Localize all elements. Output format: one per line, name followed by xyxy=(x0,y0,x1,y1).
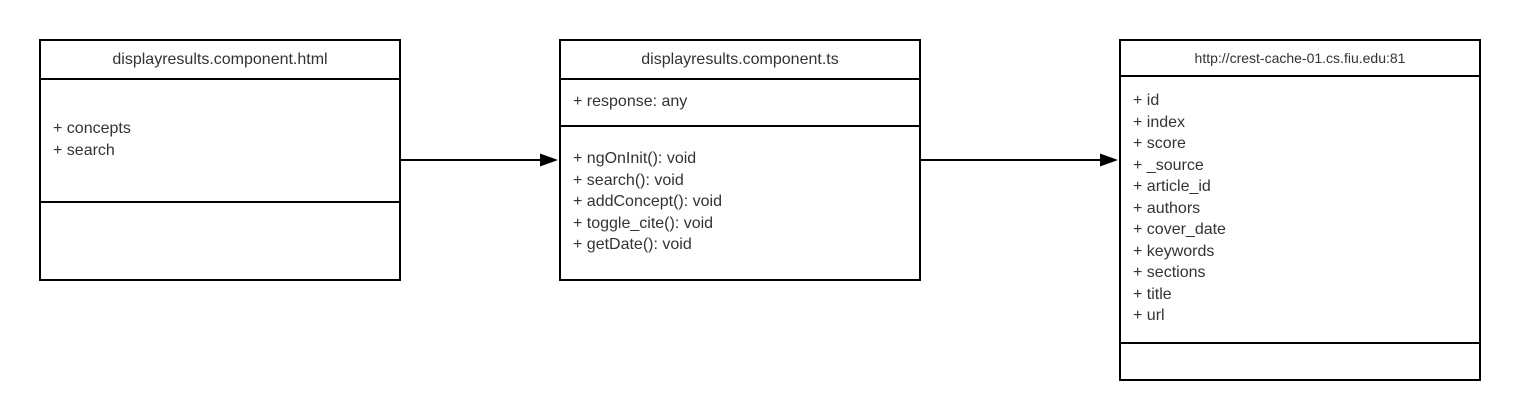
class-name-section: http://crest-cache-01.cs.fiu.edu:81 xyxy=(1121,41,1479,77)
attribute: + url xyxy=(1133,307,1165,324)
attribute: + authors xyxy=(1133,199,1201,217)
attribute-list: + id + index + score + _source + article… xyxy=(1121,90,1479,327)
attribute: + cover_date xyxy=(1133,221,1226,238)
class-box-api[interactable]: http://crest-cache-01.cs.fiu.edu:81 + id… xyxy=(1119,39,1481,381)
arrowhead-icon xyxy=(540,153,558,167)
attribute: + search xyxy=(53,141,115,159)
operation-list: + ngOnInit(): void + search(): void + ad… xyxy=(561,148,919,256)
class-box-ts[interactable]: displayresults.component.ts + response: … xyxy=(559,39,921,281)
attribute: + title xyxy=(1133,285,1172,303)
class-name: http://crest-cache-01.cs.fiu.edu:81 xyxy=(1194,50,1406,66)
class-name: displayresults.component.ts xyxy=(641,50,839,68)
attribute: + index xyxy=(1133,113,1186,131)
attribute: + id xyxy=(1133,92,1160,109)
operation: + ngOnInit(): void xyxy=(573,150,697,167)
attributes-section: + id + index + score + _source + article… xyxy=(1121,77,1479,344)
attribute-list: + response: any xyxy=(561,91,919,113)
operations-section: + ngOnInit(): void + search(): void + ad… xyxy=(561,127,919,279)
arrow-html-to-ts[interactable] xyxy=(401,153,558,167)
attribute: + _source xyxy=(1133,156,1204,174)
attribute: + keywords xyxy=(1133,242,1215,260)
operation: + search(): void xyxy=(573,171,684,189)
attributes-section: + concepts + search xyxy=(41,80,399,203)
class-name: displayresults.component.html xyxy=(112,50,328,68)
class-name-section: displayresults.component.html xyxy=(41,41,399,80)
operation: + getDate(): void xyxy=(573,236,692,253)
attributes-section: + response: any xyxy=(561,80,919,127)
attribute: + response: any xyxy=(573,93,688,110)
arrowhead-icon xyxy=(1100,153,1118,167)
arrow-ts-to-api[interactable] xyxy=(921,153,1118,167)
attribute-list: + concepts + search xyxy=(41,118,399,161)
attribute: + article_id xyxy=(1133,178,1211,195)
attribute: + concepts xyxy=(53,120,131,137)
class-box-html[interactable]: displayresults.component.html + concepts… xyxy=(39,39,401,281)
attribute: + sections xyxy=(1133,264,1206,281)
class-name-section: displayresults.component.ts xyxy=(561,41,919,80)
operation: + addConcept(): void xyxy=(573,193,722,210)
operation: + toggle_cite(): void xyxy=(573,214,714,232)
attribute: + score xyxy=(1133,135,1186,152)
